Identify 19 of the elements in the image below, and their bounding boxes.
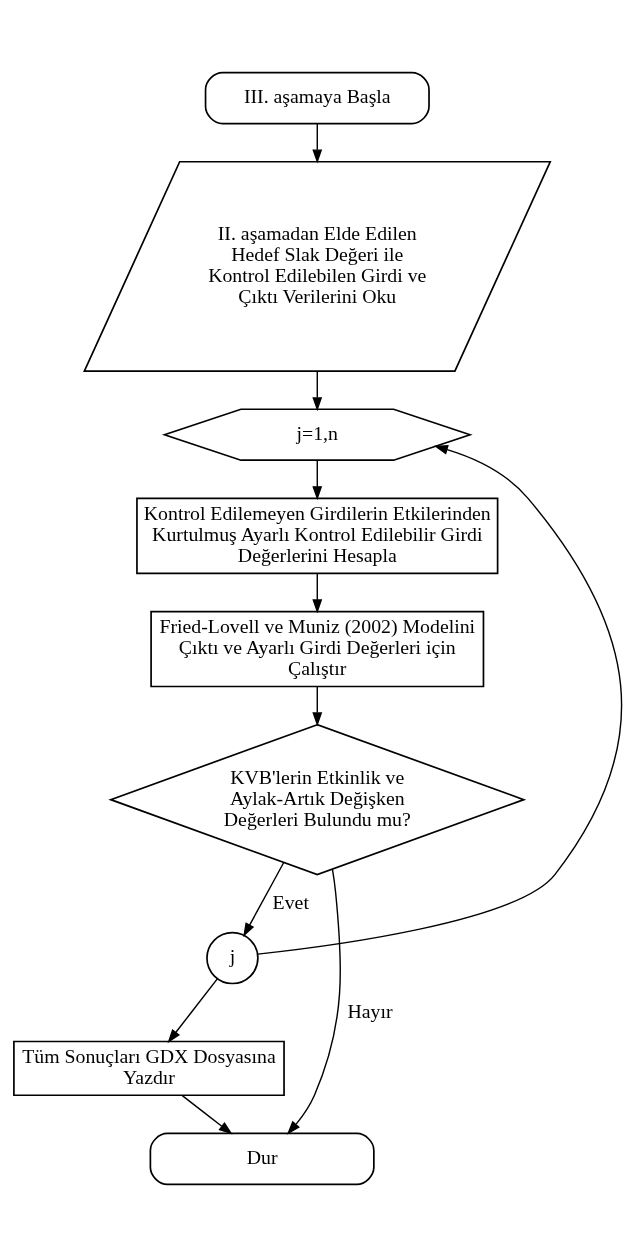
arrow xyxy=(167,977,219,1044)
node-box: III. aşamaya Başla xyxy=(204,71,430,125)
node-box: Kontrol Edilemeyen Girdilerin Etkilerinden Kurtulmuş Ayarlı Kontrol Edilebilir Girdi Değerlerini Hesapla xyxy=(136,497,499,575)
arrow xyxy=(312,459,323,501)
arrow xyxy=(286,868,342,1135)
arrow xyxy=(312,122,323,164)
node-box: Tüm Sonuçları GDX Dosyasına Yazdır xyxy=(13,1040,285,1097)
arrow xyxy=(312,370,323,412)
arrow xyxy=(312,572,323,614)
arrow xyxy=(257,444,623,955)
arrow xyxy=(181,1094,233,1135)
node-box: Fried-Lovell ve Muniz (2002) Modelini Çıktı ve Ayarlı Girdi Değerleri için Çalıştır xyxy=(150,610,485,688)
edge-label: Hayır xyxy=(347,999,393,1022)
edge-label: Evet xyxy=(272,890,309,913)
node-box: Dur xyxy=(149,1132,375,1186)
node-diamond: KVB'lerin Etkinlik ve Aylak-Artık Değişken Değerleri Bulundu mu? xyxy=(108,723,527,876)
arrow xyxy=(312,685,323,727)
arrow xyxy=(243,861,285,937)
node-circle: j xyxy=(206,931,259,985)
